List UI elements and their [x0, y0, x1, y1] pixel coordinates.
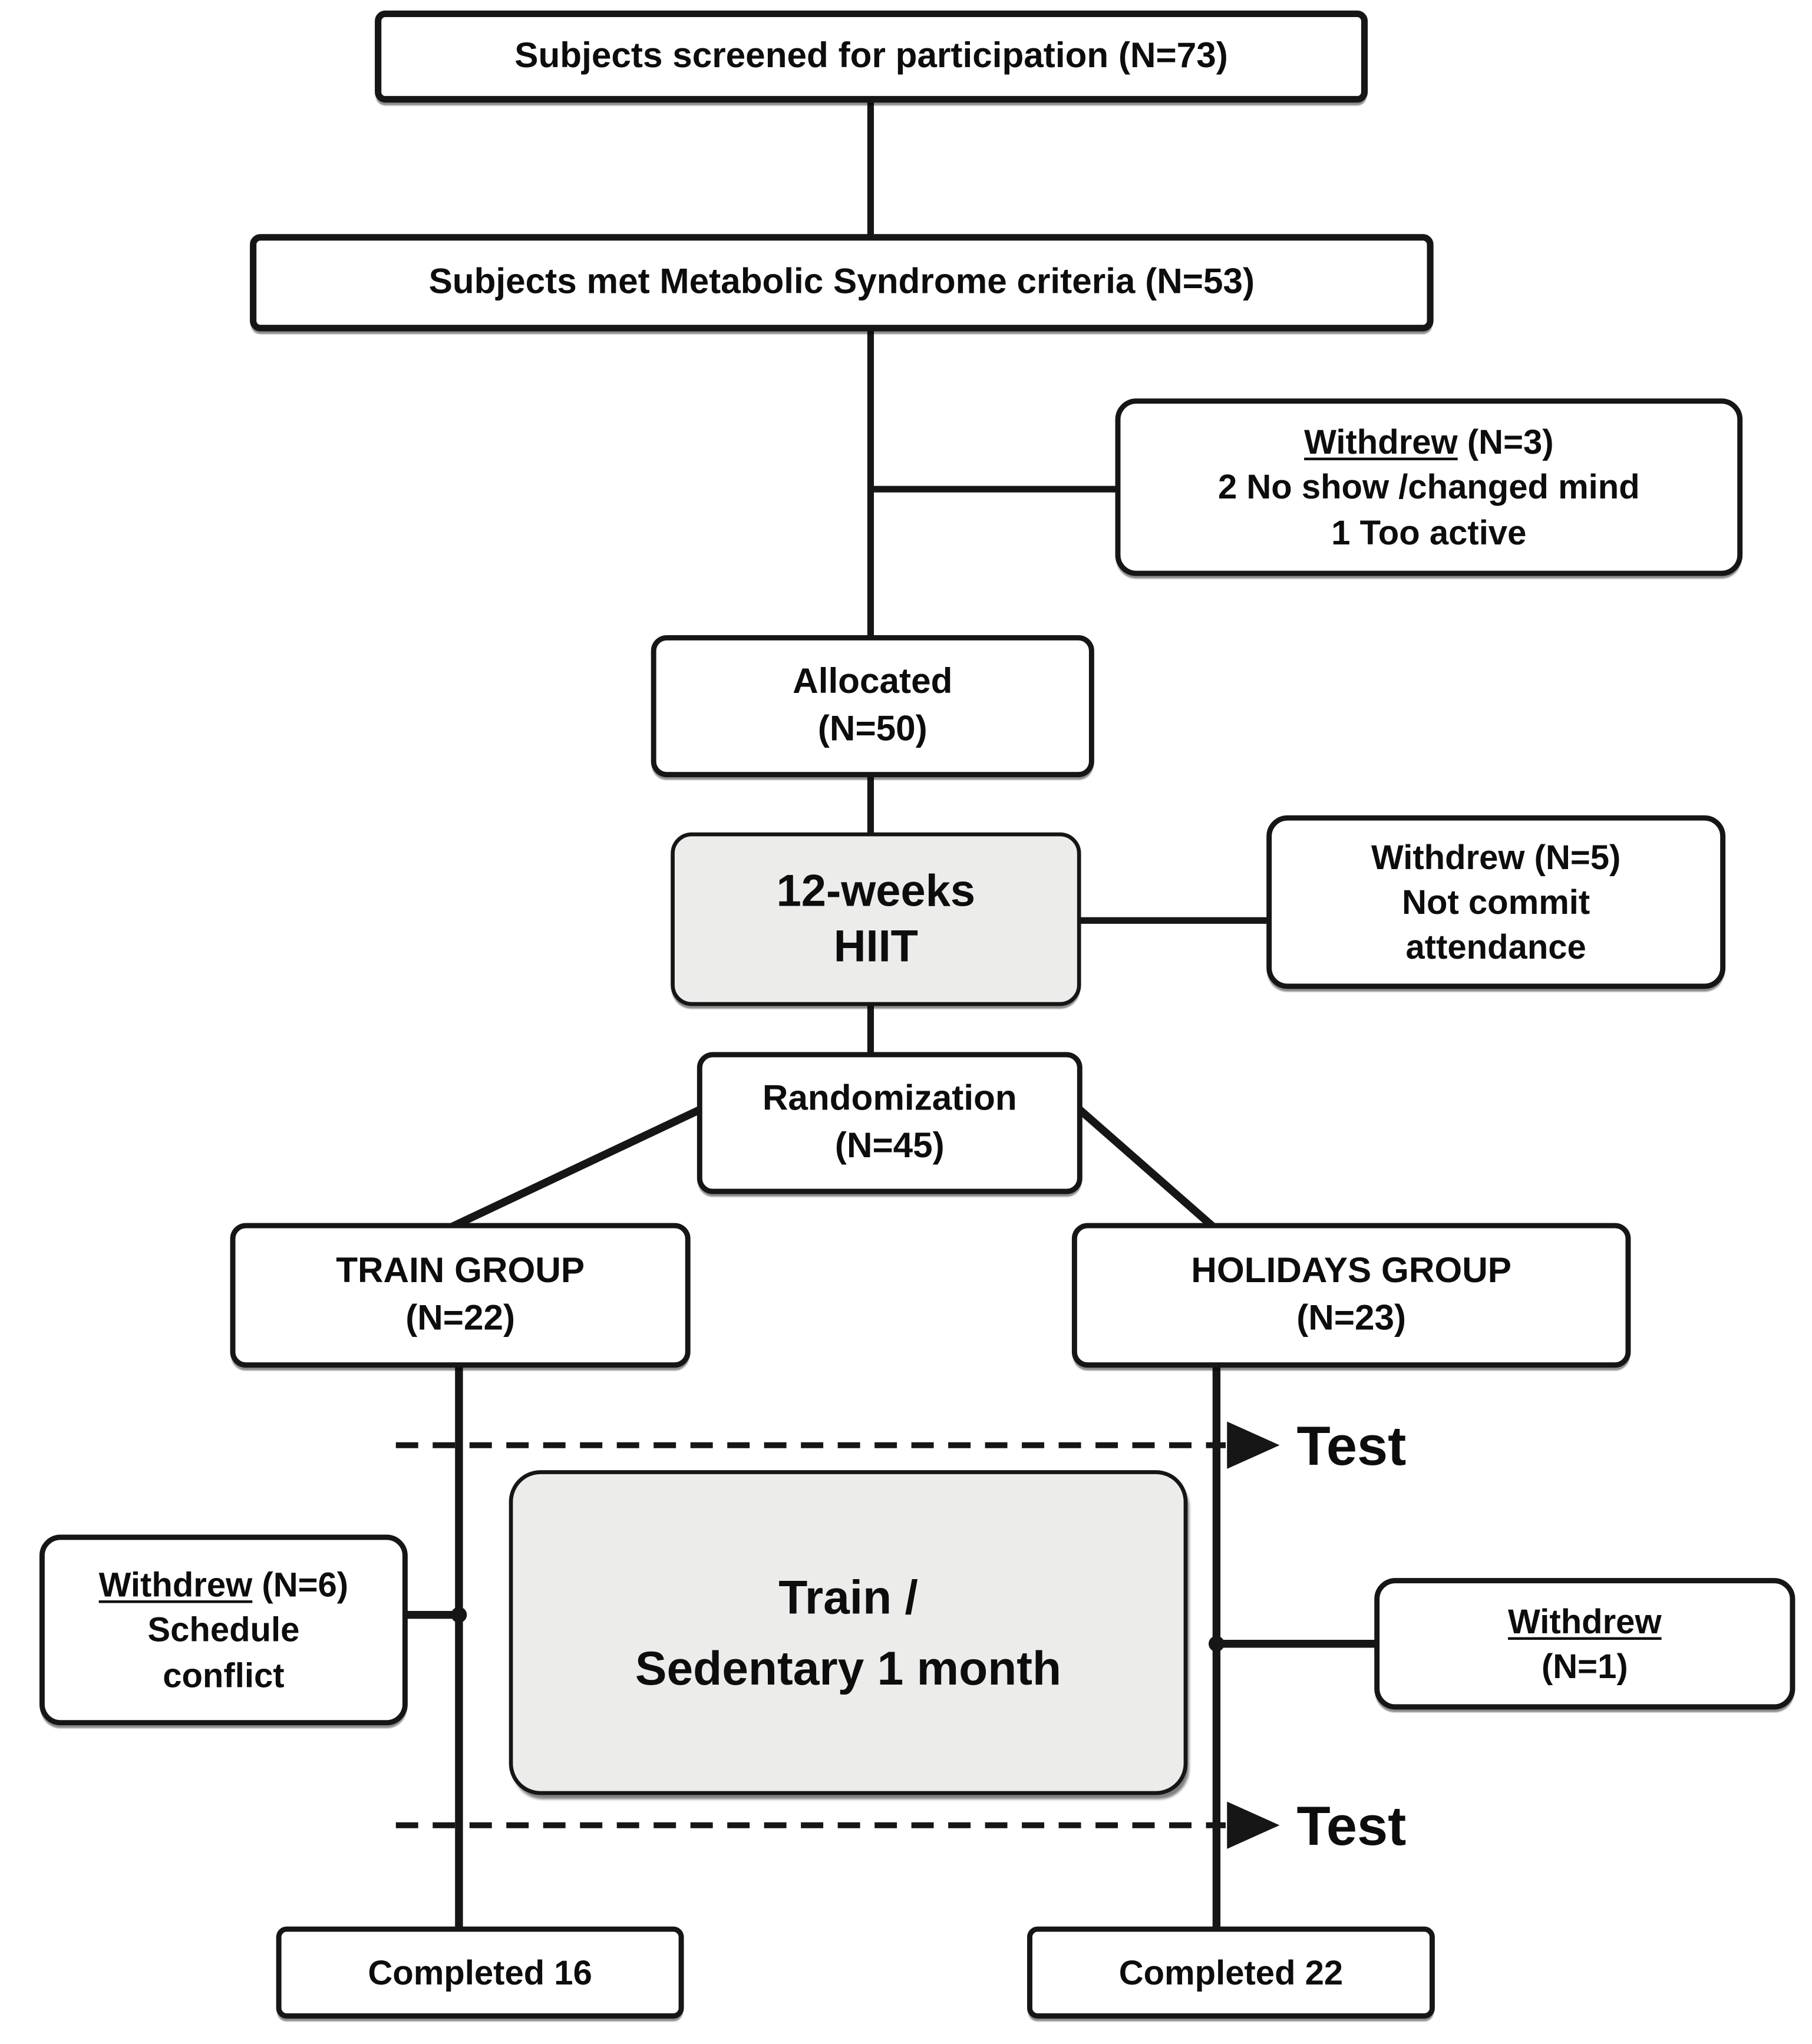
- withdrew-screening-count: (N=3): [1467, 422, 1554, 462]
- allocated-line1: Allocated: [793, 662, 953, 702]
- withdrew-hiit-line1: Withdrew (N=5): [1371, 837, 1621, 877]
- screened-box: Subjects screened for participation (N=7…: [375, 10, 1368, 103]
- intervention-line2: Sedentary 1 month: [635, 1640, 1062, 1695]
- withdrew-screening-reason-2: 1 Too active: [1331, 512, 1527, 552]
- withdrew-holidays-title: Withdrew: [1508, 1601, 1662, 1641]
- withdrew-hiit-box: Withdrew (N=5) Not commit attendance: [1266, 815, 1726, 989]
- met-criteria-box: Subjects met Metabolic Syndrome criteria…: [250, 234, 1434, 332]
- intervention-line1: Train /: [778, 1569, 918, 1624]
- withdrew-train-box: Withdrew (N=6) Schedule conflict: [39, 1534, 408, 1726]
- holidays-group-line2: (N=23): [1296, 1297, 1407, 1338]
- test-upper-arrowhead: [1227, 1421, 1280, 1469]
- train-group-box: TRAIN GROUP (N=22): [230, 1223, 691, 1368]
- met-criteria-label: Subjects met Metabolic Syndrome criteria…: [428, 262, 1255, 302]
- screened-label: Subjects screened for participation (N=7…: [514, 35, 1228, 75]
- solid-connectors: [402, 97, 1380, 1932]
- withdrew-hiit-line2: Not commit: [1402, 882, 1590, 922]
- hiit-line1: 12-weeks: [776, 866, 976, 916]
- allocated-box: Allocated (N=50): [651, 635, 1094, 777]
- withdrew-screening-reason-1: 2 No show /changed mind: [1217, 467, 1640, 507]
- withdrew-train-count: (N=6): [262, 1564, 349, 1604]
- completed-train-label: Completed 16: [368, 1952, 592, 1992]
- allocated-line2: (N=50): [817, 708, 928, 748]
- test-dashed-lines: [395, 1442, 1226, 1828]
- train-group-line1: TRAIN GROUP: [336, 1251, 585, 1291]
- withdrew-train-reason-1: Schedule: [147, 1610, 300, 1650]
- holidays-group-box: HOLIDAYS GROUP (N=23): [1071, 1223, 1631, 1368]
- withdrew-holidays-box: Withdrew (N=1): [1374, 1578, 1796, 1710]
- test-lower-arrowhead: [1227, 1801, 1280, 1849]
- withdrew-screening-title-line: Withdrew (N=3): [1304, 420, 1553, 465]
- completed-train-box: Completed 16: [276, 1926, 684, 2019]
- junction-dot-right: [1209, 1636, 1224, 1652]
- withdrew-train-reason-2: conflict: [163, 1655, 285, 1695]
- withdrew-hiit-line3: attendance: [1405, 927, 1586, 967]
- hiit-box: 12-weeks HIIT: [671, 832, 1081, 1006]
- withdrew-screening-title: Withdrew: [1304, 422, 1458, 462]
- randomization-line1: Randomization: [762, 1078, 1017, 1118]
- intervention-box: Train / Sedentary 1 month: [509, 1470, 1188, 1795]
- test-lower-label: Test: [1296, 1795, 1407, 1857]
- test-upper-label: Test: [1296, 1415, 1407, 1477]
- withdrew-train-title-line: Withdrew (N=6): [99, 1562, 348, 1607]
- withdrew-screening-box: Withdrew (N=3) 2 No show /changed mind 1…: [1115, 398, 1743, 576]
- completed-holidays-label: Completed 22: [1118, 1952, 1344, 1992]
- randomization-line2: (N=45): [834, 1125, 945, 1165]
- withdrew-holidays-count: (N=1): [1541, 1646, 1628, 1686]
- hiit-line2: HIIT: [833, 922, 919, 972]
- arrowheads-and-joints: [451, 1421, 1280, 1849]
- completed-holidays-box: Completed 22: [1027, 1926, 1435, 2019]
- withdrew-train-title: Withdrew: [98, 1564, 253, 1604]
- randomization-box: Randomization (N=45): [697, 1052, 1082, 1194]
- train-group-line2: (N=22): [405, 1297, 516, 1338]
- holidays-group-line1: HOLIDAYS GROUP: [1191, 1251, 1511, 1291]
- junction-dot-left: [451, 1607, 467, 1623]
